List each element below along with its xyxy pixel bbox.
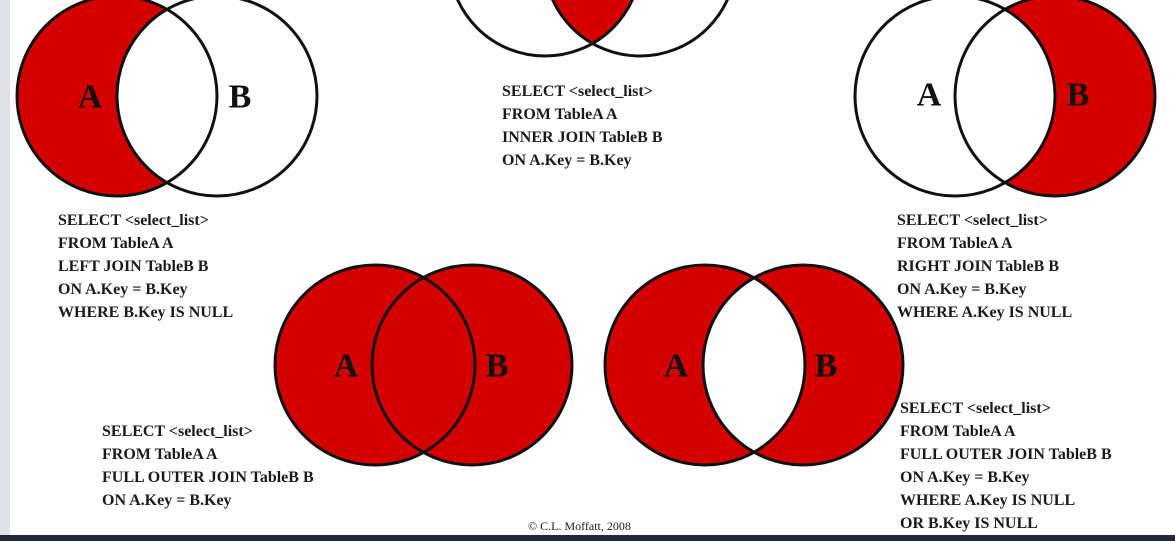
sql-line: FROM TableA A bbox=[897, 235, 1013, 252]
intersection-region bbox=[703, 265, 805, 465]
set-a-label: A bbox=[334, 348, 359, 385]
sql-line: WHERE B.Key IS NULL bbox=[58, 304, 234, 321]
venn-inner-join bbox=[456, 0, 729, 58]
set-b-label: B bbox=[229, 79, 252, 116]
set-b-outline bbox=[551, 0, 729, 58]
sql-left-join-excluding: SELECT <select_list> FROM TableA A LEFT … bbox=[58, 209, 233, 324]
bottom-edge-bar bbox=[0, 535, 1175, 541]
set-b-outline bbox=[953, 0, 1157, 198]
set-a-outline bbox=[853, 0, 1057, 198]
sql-line: SELECT <select_list> bbox=[897, 212, 1048, 229]
intersection-region bbox=[544, 0, 641, 56]
set-a-outline bbox=[273, 263, 477, 467]
sql-line: RIGHT JOIN TableB B bbox=[897, 258, 1059, 275]
sql-line: WHERE A.Key IS NULL bbox=[897, 304, 1073, 321]
set-a-outline bbox=[603, 263, 807, 467]
sql-line: ON A.Key = B.Key bbox=[502, 152, 632, 169]
sql-line: FULL OUTER JOIN TableB B bbox=[102, 469, 314, 486]
set-b-region bbox=[372, 265, 572, 465]
sql-line: ON A.Key = B.Key bbox=[900, 469, 1030, 486]
sql-line: SELECT <select_list> bbox=[502, 83, 653, 100]
sql-line: ON A.Key = B.Key bbox=[897, 281, 1027, 298]
set-a-outline bbox=[15, 0, 219, 198]
set-b-outline bbox=[115, 0, 319, 198]
sql-line: SELECT <select_list> bbox=[102, 423, 253, 440]
sql-full-outer-join: SELECT <select_list> FROM TableA A FULL … bbox=[102, 420, 314, 512]
sql-line: FULL OUTER JOIN TableB B bbox=[900, 446, 1112, 463]
sql-line: SELECT <select_list> bbox=[58, 212, 209, 229]
sql-right-join-excluding: SELECT <select_list> FROM TableA A RIGHT… bbox=[897, 209, 1072, 324]
sql-line: ON A.Key = B.Key bbox=[102, 492, 232, 509]
sql-line: FROM TableA A bbox=[102, 446, 218, 463]
sql-line: ON A.Key = B.Key bbox=[58, 281, 188, 298]
copyright-notice: © C.L. Moffatt, 2008 bbox=[528, 519, 631, 533]
set-a-label: A bbox=[917, 77, 942, 114]
set-b-label: B bbox=[815, 348, 838, 385]
set-a-label: A bbox=[664, 348, 689, 385]
set-a-outline bbox=[456, 0, 634, 58]
sql-inner-join: SELECT <select_list> FROM TableA A INNER… bbox=[502, 80, 663, 172]
sql-line: WHERE A.Key IS NULL bbox=[900, 492, 1076, 509]
set-b-label: B bbox=[1067, 77, 1090, 114]
sql-line: FROM TableA A bbox=[58, 235, 174, 252]
sql-line: LEFT JOIN TableB B bbox=[58, 258, 209, 275]
sql-line: SELECT <select_list> bbox=[900, 400, 1051, 417]
set-a-label: A bbox=[78, 79, 103, 116]
left-edge-bar bbox=[0, 0, 10, 541]
sql-full-outer-join-excluding: SELECT <select_list> FROM TableA A FULL … bbox=[900, 397, 1112, 535]
sql-line: OR B.Key IS NULL bbox=[900, 515, 1038, 532]
sql-line: FROM TableA A bbox=[900, 423, 1016, 440]
sql-line: INNER JOIN TableB B bbox=[502, 129, 663, 146]
set-b-outline bbox=[370, 263, 574, 467]
set-b-label: B bbox=[486, 348, 509, 385]
sql-line: FROM TableA A bbox=[502, 106, 618, 123]
set-b-outline bbox=[701, 263, 905, 467]
